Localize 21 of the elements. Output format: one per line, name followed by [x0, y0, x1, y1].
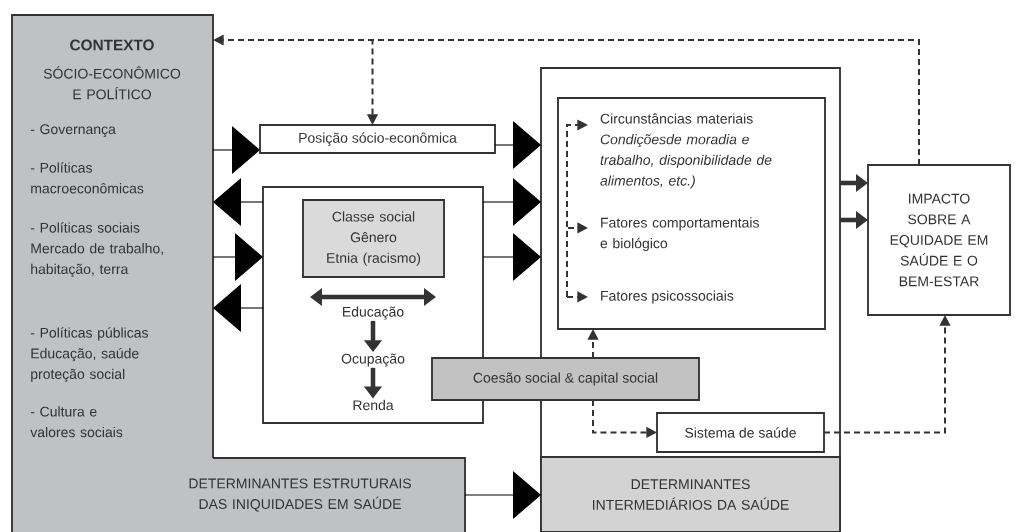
flow-label: Educação [343, 306, 404, 320]
panel-band: DETERMINANTES INTERMEDIÁRIOS DA SAÚDE [540, 456, 841, 532]
flow-label: Renda [353, 399, 394, 411]
factor-item: Circunstâncias materiais Condiçõesde moradia e trabalho, disponibilidade de alimentos, etc.) [600, 113, 772, 189]
list-item: - Governança [30, 124, 116, 137]
factor-item: Fatores psicossociais [601, 290, 734, 304]
process-box: Posição sócio-econômica [259, 124, 496, 154]
group-box [557, 97, 826, 330]
list-item: - Políticas macroeconômicas [30, 162, 144, 194]
list-item: - Políticas sociais Mercado de trabalho, habitação, terra [30, 222, 163, 277]
factor-item: Fatores comportamentais e biológico [600, 217, 759, 252]
panel-caption: DETERMINANTES ESTRUTURAIS DAS INIQUIDADES EM SAÚDE [189, 478, 411, 512]
flow-label: Ocupação [341, 353, 405, 367]
list-item: - Cultura e valores sociais [30, 406, 123, 438]
category-box: Classe social Gênero Etnia (racismo) [302, 199, 445, 278]
process-box: Sistema de saúde [656, 412, 825, 453]
list-item: - Políticas públicas Educação, saúde proteção social [30, 327, 148, 382]
process-box: Coesão social & capital social [431, 357, 700, 401]
panel-heading: CONTEXTO [70, 39, 154, 51]
panel-subheading: SÓCIO-ECONÔMICO E POLÍTICO [43, 66, 181, 100]
outcome-box: IMPACTO SOBRE A EQUIDADE EM SAÚDE E O BEM-ESTAR [867, 164, 1011, 316]
